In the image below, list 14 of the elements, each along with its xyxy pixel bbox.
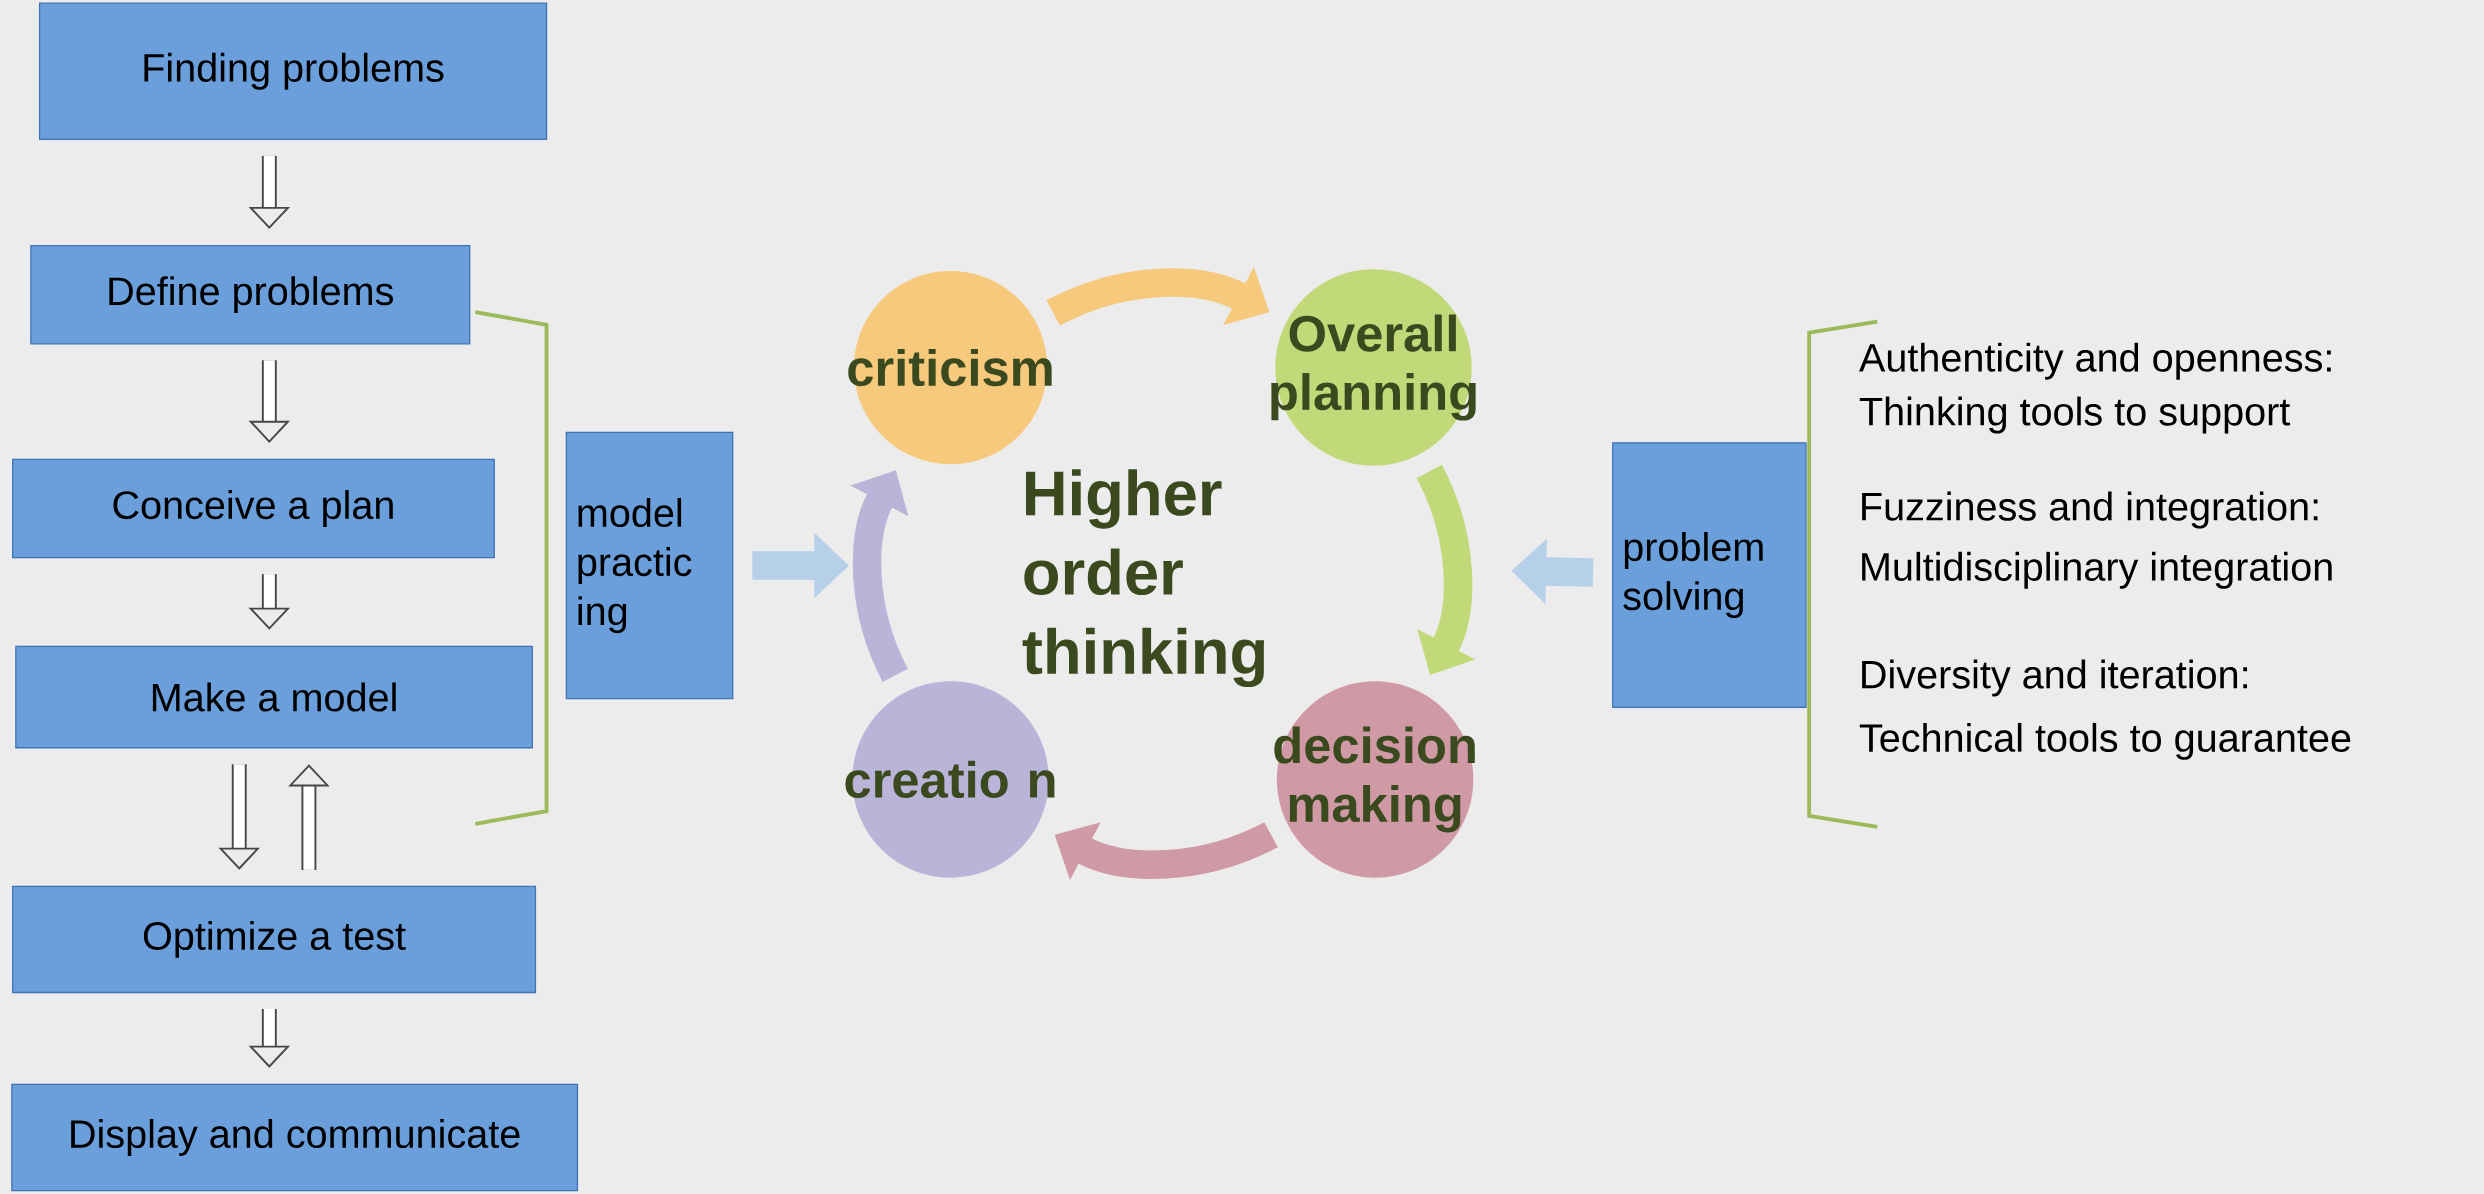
note-text: Authenticity and openness: [1859,342,2331,380]
note-text: Multidisciplinary integration [1862,551,2332,589]
note-text: Technical tools to guarantee [1859,722,2351,760]
process-box: model practic ing [565,431,734,700]
process-box: Display and communicate [11,1083,579,1191]
process-box: Define problems [30,244,471,345]
process-box: Finding problems [38,2,548,140]
note-text: Fuzziness and integration: [1862,491,2318,529]
note-text: Diversity and iteration: [1862,659,2248,697]
process-box: Conceive a plan [12,458,495,559]
process-box: Make a model [15,645,533,749]
process-box: problem solving [1612,441,1807,708]
note-text: Thinking tools to support [1859,396,2291,434]
process-box: Optimize a test [12,885,537,993]
